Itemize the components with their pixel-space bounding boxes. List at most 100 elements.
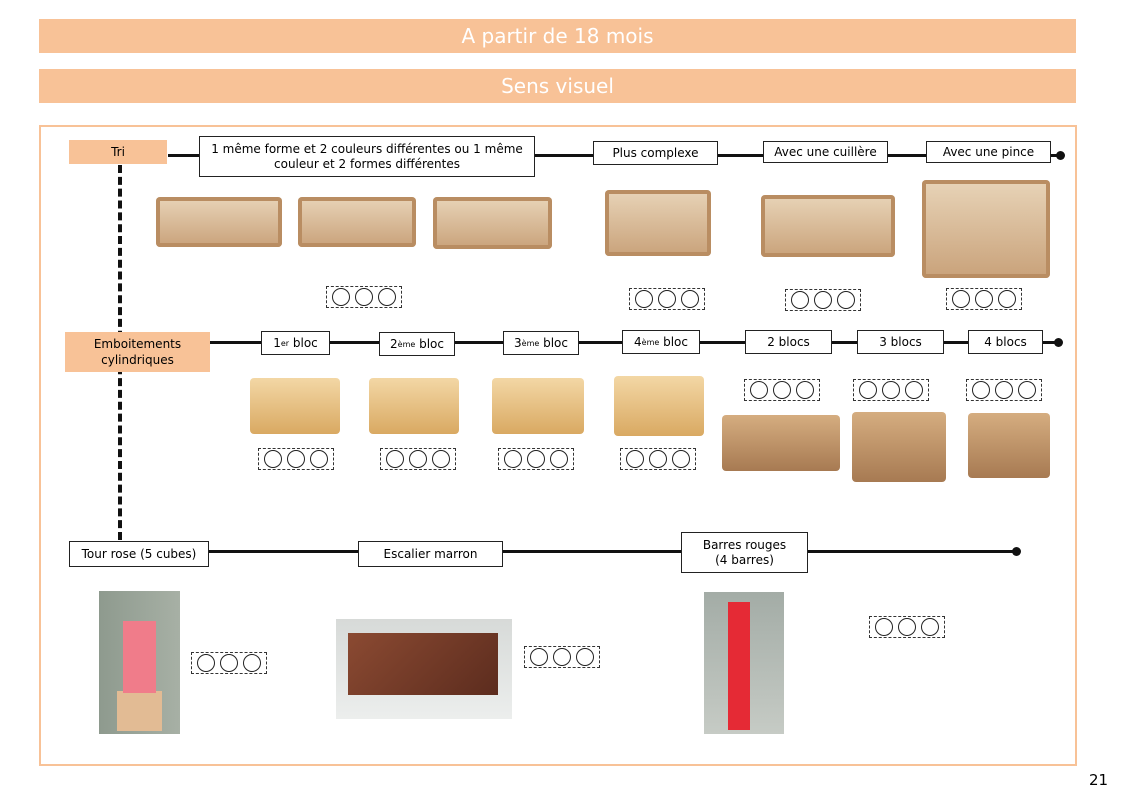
sup: ème	[641, 337, 660, 347]
progress-circles[interactable]	[946, 288, 1022, 310]
progress-circle[interactable]	[975, 290, 993, 308]
progress-circle[interactable]	[995, 381, 1013, 399]
num: 1	[273, 335, 281, 350]
progress-circle[interactable]	[553, 648, 571, 666]
tray-photo	[761, 195, 895, 257]
age-header: A partir de 18 mois	[39, 19, 1076, 53]
progress-circles[interactable]	[620, 448, 696, 470]
category-tri: Tri	[69, 140, 167, 164]
tray-photo	[922, 180, 1050, 278]
progress-circle[interactable]	[859, 381, 877, 399]
progress-circles[interactable]	[629, 288, 705, 310]
progress-circle[interactable]	[814, 291, 832, 309]
cylinder-block-photo	[250, 378, 340, 434]
progress-circle[interactable]	[998, 290, 1016, 308]
tray-photo	[605, 190, 711, 256]
text: bloc	[289, 335, 318, 350]
progress-circle[interactable]	[1018, 381, 1036, 399]
cylinder-blocks-photo	[722, 415, 840, 471]
text: bloc	[539, 335, 568, 350]
progress-circle[interactable]	[332, 288, 350, 306]
progress-circle[interactable]	[626, 450, 644, 468]
progress-circle[interactable]	[264, 450, 282, 468]
progress-circles[interactable]	[966, 379, 1042, 401]
progress-circle[interactable]	[972, 381, 990, 399]
progress-circle[interactable]	[355, 288, 373, 306]
text: bloc	[659, 334, 688, 349]
progress-circle[interactable]	[773, 381, 791, 399]
progress-circle[interactable]	[386, 450, 404, 468]
progress-circle[interactable]	[658, 290, 676, 308]
progress-circle[interactable]	[197, 654, 215, 672]
progress-circle[interactable]	[287, 450, 305, 468]
step-box: Avec une pince	[926, 141, 1051, 163]
progress-circles[interactable]	[744, 379, 820, 401]
red-rods	[728, 602, 750, 730]
progress-circle[interactable]	[837, 291, 855, 309]
progress-circles[interactable]	[258, 448, 334, 470]
tray-photo	[298, 197, 416, 247]
progress-circles[interactable]	[785, 289, 861, 311]
page-number: 21	[1089, 771, 1109, 789]
cylinder-blocks-photo	[968, 413, 1050, 478]
progress-circle[interactable]	[750, 381, 768, 399]
cylinder-block-photo	[614, 376, 704, 436]
progress-circle[interactable]	[550, 450, 568, 468]
progress-circles[interactable]	[326, 286, 402, 308]
cylinder-blocks-photo	[852, 412, 946, 482]
content-frame	[39, 125, 1077, 766]
progress-circles[interactable]	[380, 448, 456, 470]
domain-header: Sens visuel	[39, 69, 1076, 103]
progress-circles[interactable]	[853, 379, 929, 401]
progress-circle[interactable]	[220, 654, 238, 672]
progress-circle[interactable]	[681, 290, 699, 308]
progress-circle[interactable]	[796, 381, 814, 399]
progress-circle[interactable]	[905, 381, 923, 399]
progress-circles[interactable]	[191, 652, 267, 674]
step-box: 1 même forme et 2 couleurs différentes o…	[199, 136, 535, 177]
timeline-row3	[209, 550, 1016, 553]
text: bloc	[415, 336, 444, 351]
num: 2	[390, 336, 398, 351]
tray-photo	[433, 197, 552, 249]
num: 4	[634, 334, 642, 349]
cylinder-block-photo	[492, 378, 584, 434]
progress-circle[interactable]	[243, 654, 261, 672]
sup: er	[280, 338, 290, 348]
sup: ème	[397, 339, 416, 349]
pink-tower-photo	[99, 591, 180, 734]
step-box: 4 blocs	[968, 330, 1043, 354]
progress-circle[interactable]	[882, 381, 900, 399]
progress-circles[interactable]	[498, 448, 574, 470]
progress-circles[interactable]	[869, 616, 945, 638]
timeline-end-dot	[1054, 338, 1063, 347]
progress-circle[interactable]	[432, 450, 450, 468]
progress-circle[interactable]	[791, 291, 809, 309]
progress-circle[interactable]	[635, 290, 653, 308]
step-box: Plus complexe	[593, 141, 718, 165]
progress-circle[interactable]	[898, 618, 916, 636]
step-box: Avec une cuillère	[763, 141, 888, 163]
step-box: 2 blocs	[745, 330, 832, 354]
progress-circle[interactable]	[952, 290, 970, 308]
progress-circle[interactable]	[310, 450, 328, 468]
progress-circle[interactable]	[672, 450, 690, 468]
progress-circle[interactable]	[530, 648, 548, 666]
progress-circle[interactable]	[921, 618, 939, 636]
progress-circle[interactable]	[504, 450, 522, 468]
progress-circle[interactable]	[875, 618, 893, 636]
progress-circle[interactable]	[527, 450, 545, 468]
stair-shape	[348, 633, 498, 695]
category-emboitements: Emboitements cylindriques	[65, 332, 210, 372]
progress-circle[interactable]	[649, 450, 667, 468]
progress-circle[interactable]	[576, 648, 594, 666]
progress-circle[interactable]	[378, 288, 396, 306]
timeline-end-dot	[1012, 547, 1021, 556]
progress-circles[interactable]	[524, 646, 600, 668]
progress-circle[interactable]	[409, 450, 427, 468]
cylinder-block-photo	[369, 378, 459, 434]
